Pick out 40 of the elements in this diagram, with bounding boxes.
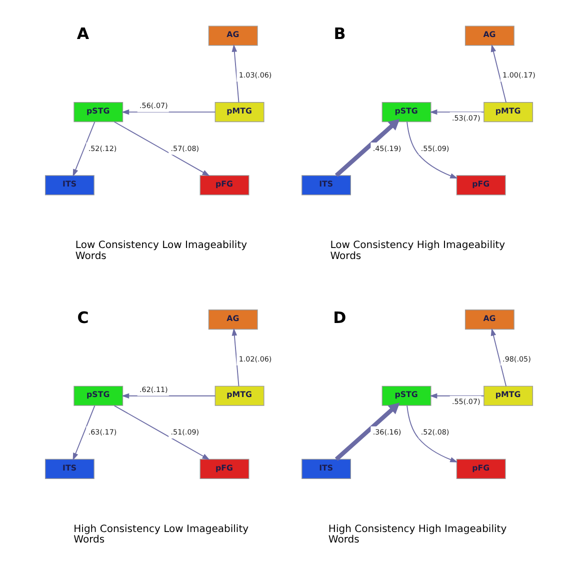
edge-label: .45(.19) xyxy=(372,144,401,153)
edge-label: .52(.08) xyxy=(420,428,449,437)
arrow xyxy=(406,405,458,462)
edge-label: 1.02(.06) xyxy=(238,354,272,364)
edge-label: .56(.07) xyxy=(139,101,168,110)
label: A xyxy=(76,24,89,44)
edge-label: .55(.07) xyxy=(451,397,480,406)
label: B xyxy=(333,24,346,44)
edge-label: .53(.07) xyxy=(451,113,480,122)
arrow xyxy=(72,121,95,177)
edge-label: .57(.08) xyxy=(170,144,199,153)
arrow xyxy=(334,118,400,178)
edge-label: .98(.05) xyxy=(502,354,530,364)
edge-label: 1.00(.17) xyxy=(502,70,535,80)
edge-label: 1.03(.06) xyxy=(238,70,272,80)
arrow xyxy=(231,44,239,103)
arrow xyxy=(113,121,210,176)
arrow xyxy=(406,121,458,179)
arrow xyxy=(121,109,216,115)
edge-label: .55(.09) xyxy=(420,144,449,153)
arrow xyxy=(490,44,506,103)
label: C xyxy=(76,308,88,327)
edge-label: .62(.11) xyxy=(139,384,168,394)
arrow xyxy=(72,405,95,461)
label: Low Consistency High Imageability Words xyxy=(330,240,505,262)
arrow xyxy=(429,109,484,115)
label: Low Consistency Low Imageability Words xyxy=(74,240,247,262)
edge-label: .63(.17) xyxy=(88,428,116,437)
label: D xyxy=(332,308,346,327)
arrow xyxy=(121,393,216,399)
arrow xyxy=(490,328,506,387)
arrow xyxy=(429,393,484,399)
arrow xyxy=(231,328,239,387)
arrow xyxy=(334,402,400,461)
edge-label: .51(.09) xyxy=(170,428,199,437)
label: High Consistency High Imageability Words xyxy=(328,524,506,546)
edge-label: .52(.12) xyxy=(88,144,116,153)
edge-label: .36(.16) xyxy=(372,428,401,437)
arrow xyxy=(113,405,210,460)
label: High Consistency Low Imageability Words xyxy=(73,524,248,546)
